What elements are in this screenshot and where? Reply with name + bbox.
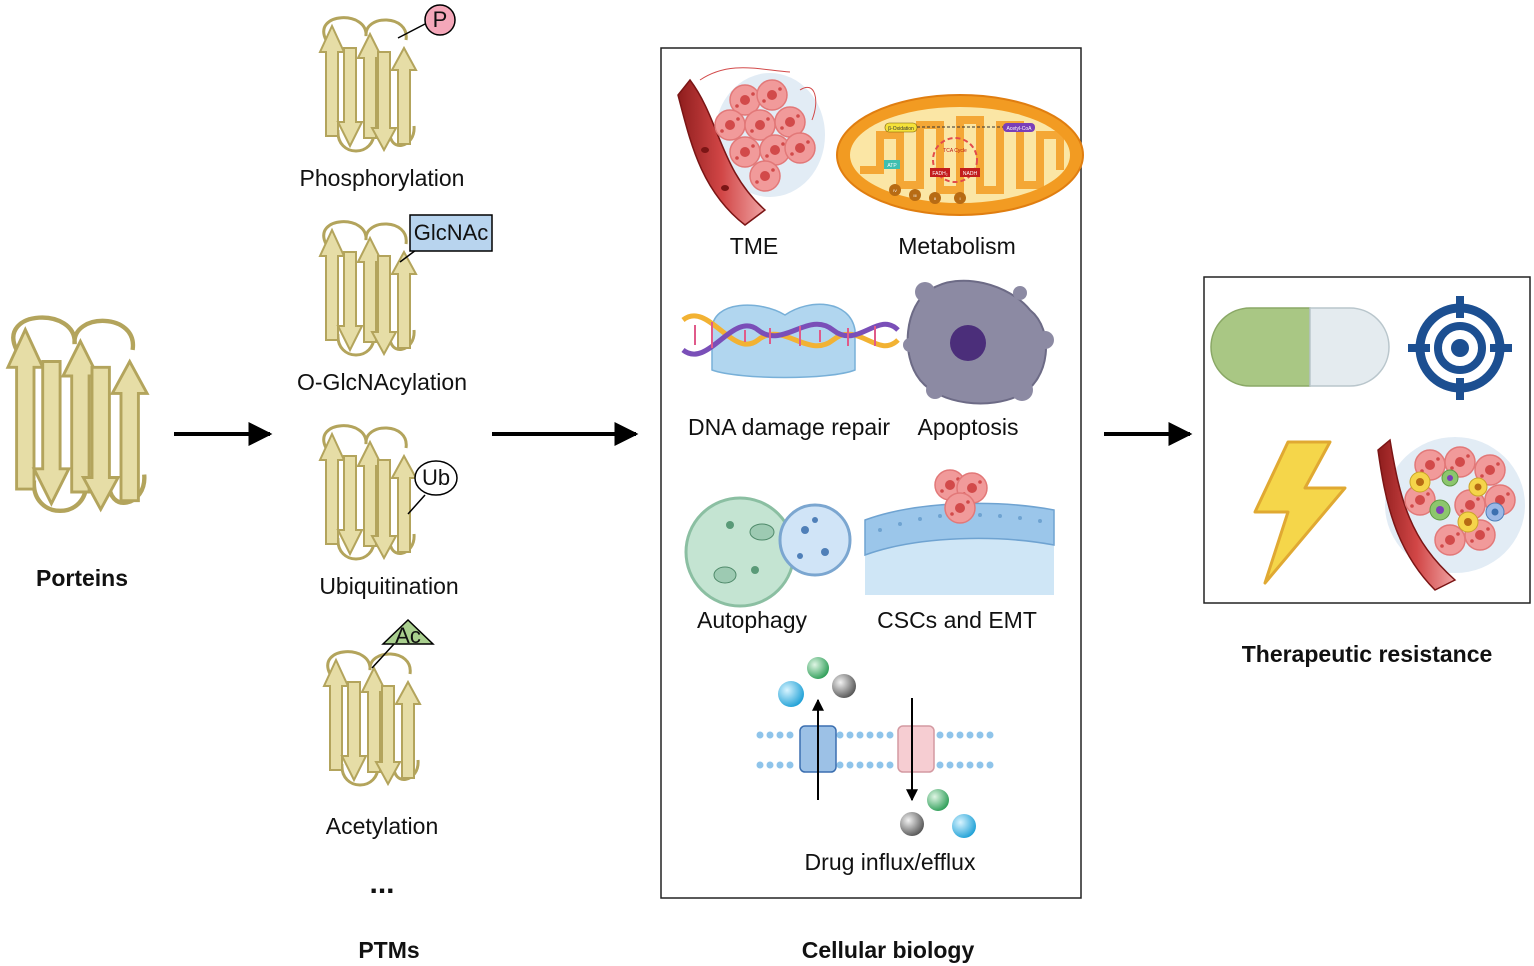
autophagy-illustration: [684, 496, 852, 608]
mito-atp-label: ATP: [887, 163, 897, 169]
mito-fadh-label: FADH₂: [932, 171, 947, 177]
emt-illustration: [864, 469, 1055, 595]
ptm-label-glcnacylation: O-GlcNAcylation: [297, 369, 467, 395]
mito-tca-label: TCA Cycle: [943, 148, 967, 154]
immune-tme-illustration: [1377, 437, 1525, 591]
mito-beta-ox-label: β-Oxidation: [888, 126, 914, 132]
ptm-ellipsis: ...: [369, 867, 395, 900]
therapeutic-resistance-panel: [1203, 276, 1531, 604]
mito-nadh-label: NADH: [963, 171, 978, 177]
glcnac-tag-text: GlcNAc: [413, 220, 489, 245]
ptms-column-title: PTMs: [358, 937, 420, 963]
cb-label-drug-flux: Drug influx/efflux: [804, 849, 976, 875]
ac-tag-triangle: [381, 618, 435, 645]
ub-tag-connector: [407, 494, 426, 515]
tme-illustration: [677, 67, 825, 226]
mito-c2-label: III: [913, 193, 916, 198]
cb-label-dna-repair: DNA damage repair: [688, 414, 890, 440]
mitochondrion-illustration: β-Oxidation Acetyl-CoA TCA Cycle FADH₂ N…: [836, 94, 1084, 216]
cellular-biology-column-title: Cellular biology: [801, 937, 975, 963]
ac-tag-text: Ac: [395, 623, 421, 648]
phospho-tag-connector: [397, 23, 426, 39]
cellular-biology-panel: [660, 47, 1082, 899]
target-crosshair-icon: [1408, 296, 1512, 400]
apoptotic-cell-illustration: [903, 279, 1054, 405]
membrane-transport-illustration: [755, 657, 1000, 838]
cb-label-metabolism: Metabolism: [898, 233, 1016, 259]
ptm-phosphorylation-protein: [318, 16, 418, 153]
ptm-acetylation-protein: [322, 650, 422, 787]
ub-tag-text: Ub: [421, 465, 451, 490]
ub-tag-ellipse: [414, 460, 458, 496]
ptm-label-acetylation: Acetylation: [325, 813, 439, 839]
proteins-label: Porteins: [35, 565, 129, 591]
phospho-tag-circle: [424, 4, 456, 36]
cb-label-apoptosis: Apoptosis: [917, 414, 1019, 440]
ptm-glcnac-protein: [318, 220, 418, 357]
glcnac-tag-box: [409, 214, 493, 252]
dna-illustration: [681, 303, 900, 379]
lightning-bolt-icon: [1253, 440, 1347, 585]
mito-acetyl-label: Acetyl-CoA: [1006, 126, 1032, 132]
cb-label-cscs-emt: CSCs and EMT: [877, 607, 1037, 633]
ptm-label-ubiquitination: Ubiquitination: [319, 573, 459, 599]
glcnac-tag-connector: [399, 249, 417, 263]
mito-c1-label: IV: [893, 188, 897, 193]
mito-c3-label: II: [934, 196, 936, 201]
phospho-tag-text: P: [432, 7, 448, 32]
drug-capsule-icon: [1210, 307, 1390, 387]
cb-label-tme: TME: [729, 233, 779, 259]
cb-label-autophagy: Autophagy: [697, 607, 807, 633]
ptm-ubiquitination-protein: [318, 424, 418, 561]
therapeutic-resistance-label: Therapeutic resistance: [1241, 641, 1493, 667]
protein-large-sheet: [8, 318, 147, 511]
mito-c4-label: I: [959, 196, 960, 201]
ptm-label-phosphorylation: Phosphorylation: [299, 165, 465, 191]
ac-tag-connector: [371, 643, 395, 669]
